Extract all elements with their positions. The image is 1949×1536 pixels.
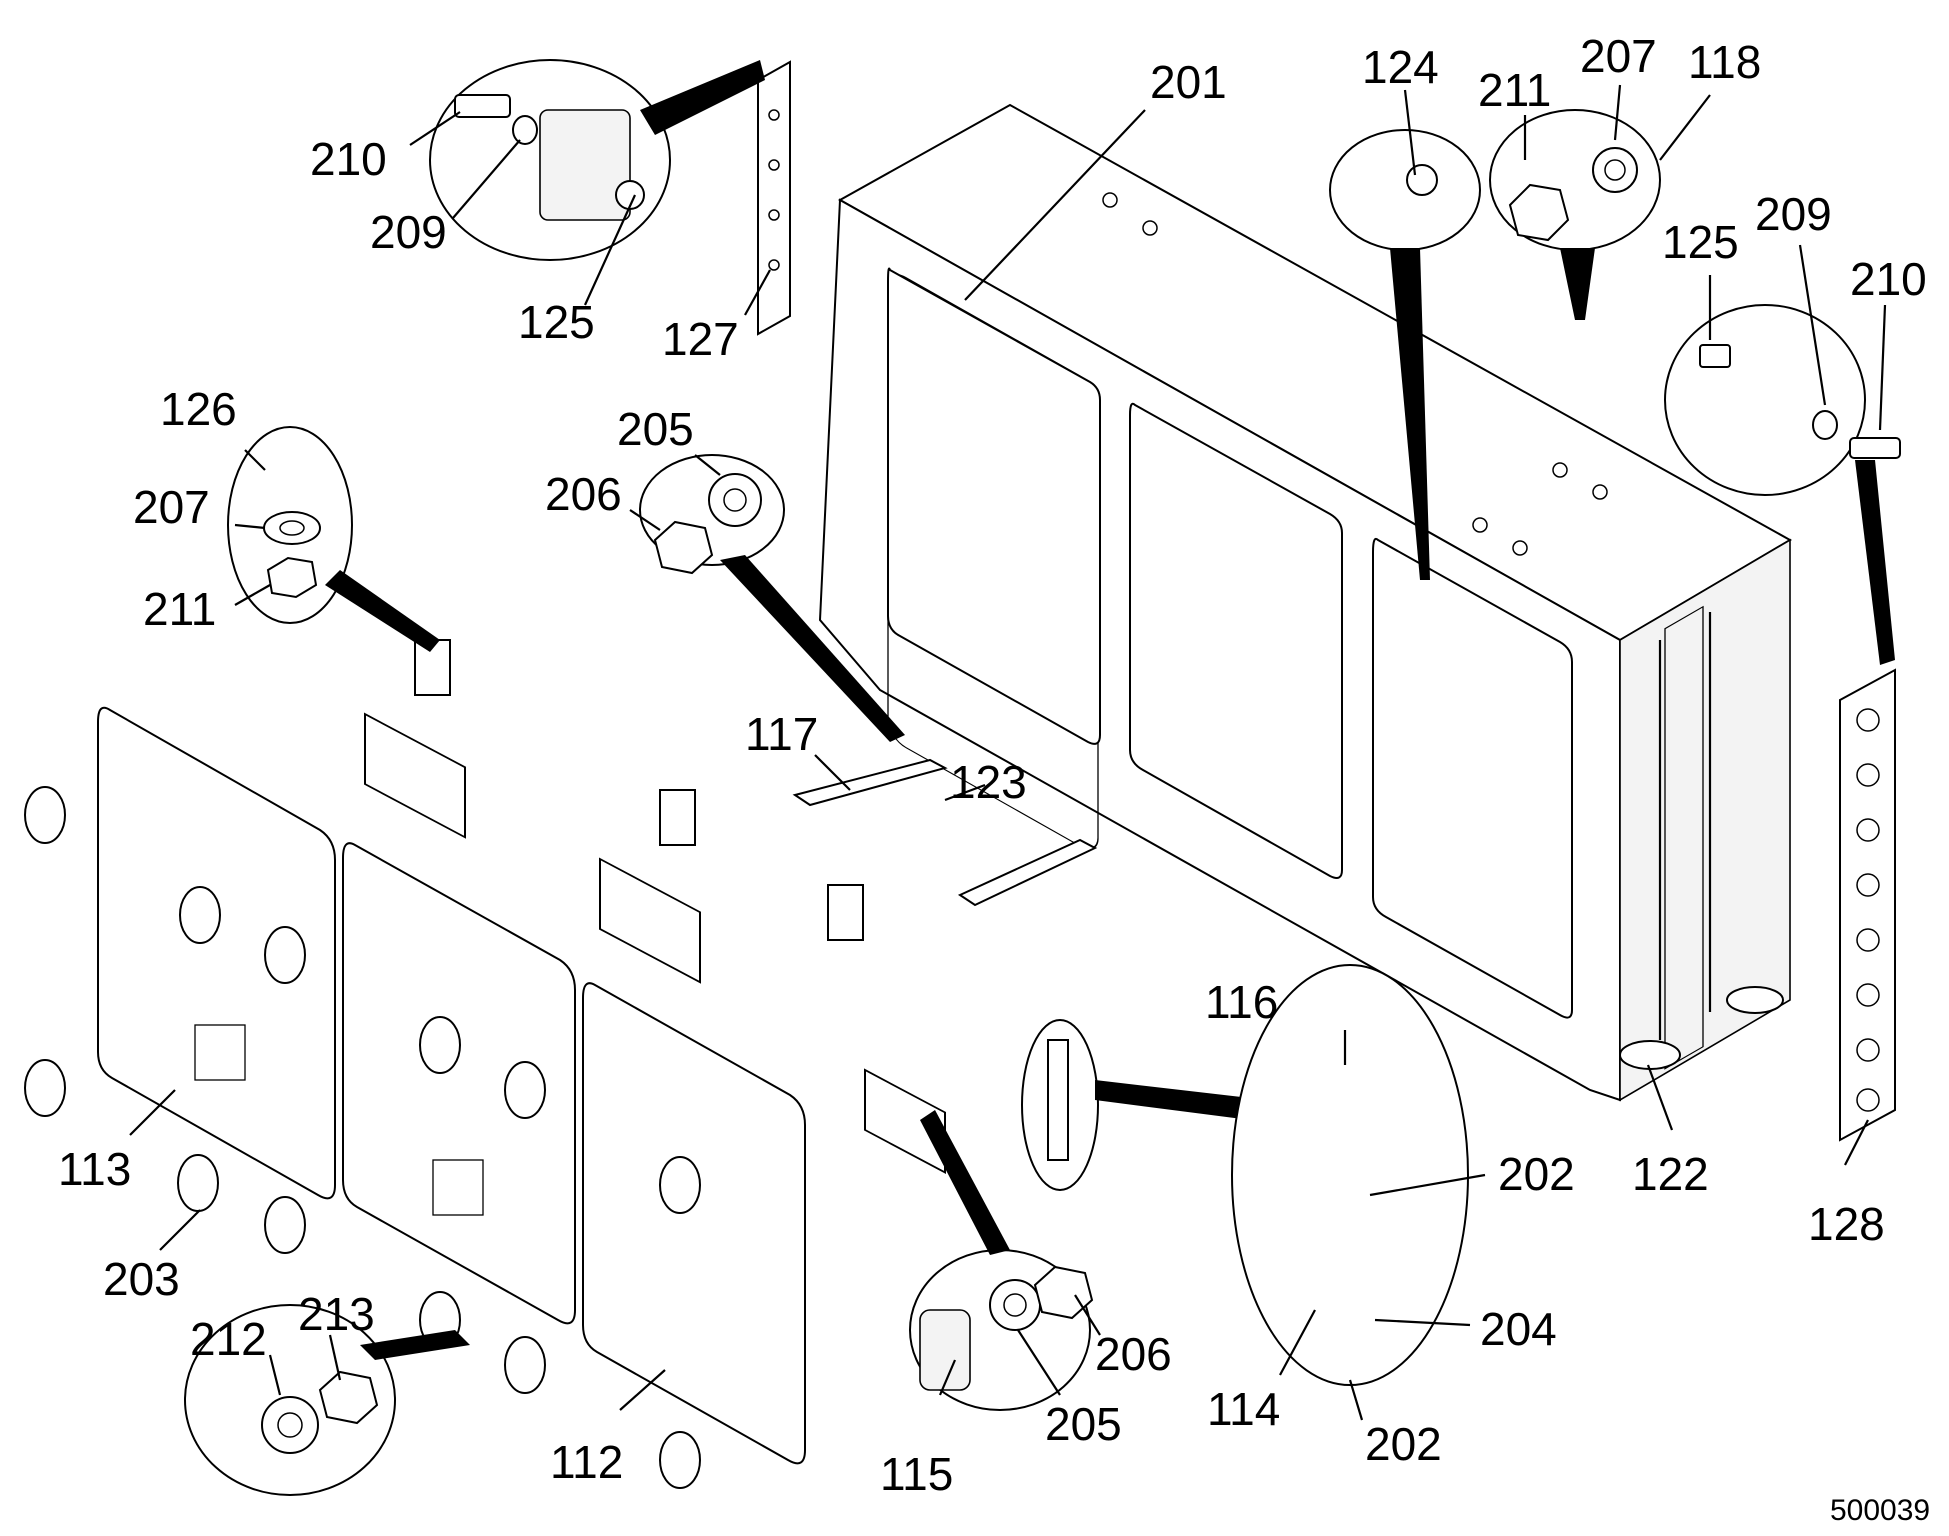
detail-bubble-211-207-118: [1489, 109, 1661, 320]
callout-labels: 201 124 211 207 118 210 209 125 127 125 …: [58, 30, 1927, 1500]
callout-211: 211: [143, 583, 216, 635]
callout-204: 204: [1480, 1303, 1557, 1355]
callout-118: 118: [1688, 36, 1761, 88]
callout-202: 202: [1498, 1148, 1575, 1200]
side-plate-127: [757, 60, 791, 336]
callout-125: 125: [1662, 216, 1739, 268]
callout-112: 112: [550, 1436, 623, 1488]
callout-117: 117: [745, 708, 818, 760]
door-panel-113: [97, 706, 336, 1200]
main-housing: [818, 103, 1793, 1102]
callout-209: 209: [370, 206, 447, 258]
callout-201: 201: [1150, 56, 1227, 108]
callout-113: 113: [58, 1143, 131, 1195]
callout-206: 206: [1095, 1328, 1172, 1380]
callout-205: 205: [617, 403, 694, 455]
callout-122: 122: [1632, 1148, 1709, 1200]
detail-bubble-126-207-211: [227, 426, 440, 652]
detail-bubble-210-209-125: [429, 59, 765, 261]
callout-203: 203: [103, 1253, 180, 1305]
figure-id: 500039: [1830, 1494, 1930, 1527]
callout-125: 125: [518, 296, 595, 348]
callout-202: 202: [1365, 1418, 1442, 1470]
callout-123: 123: [950, 756, 1027, 808]
callout-212: 212: [190, 1313, 267, 1365]
leader-lines: [129, 84, 1887, 1421]
callout-210: 210: [1850, 253, 1927, 305]
callout-116: 116: [1205, 976, 1278, 1028]
callout-114: 114: [1207, 1383, 1280, 1435]
callout-124: 124: [1362, 41, 1439, 93]
detail-bubble-124: [1329, 129, 1481, 580]
callout-205: 205: [1045, 1398, 1122, 1450]
callout-207: 207: [1580, 30, 1657, 82]
detail-bubble-212-213: [184, 1304, 470, 1496]
callout-127: 127: [662, 313, 739, 365]
callout-126: 126: [160, 383, 237, 435]
callout-211: 211: [1478, 64, 1551, 116]
door-panel-112: [582, 982, 806, 1465]
hinge-brackets: [364, 639, 1098, 1174]
detail-bubble-205-206: [639, 454, 905, 742]
callout-206: 206: [545, 468, 622, 520]
callout-115: 115: [880, 1448, 953, 1500]
detail-bubble-hinge-pin: [1021, 1019, 1250, 1191]
callout-209: 209: [1755, 188, 1832, 240]
door-panel-middle: [342, 842, 576, 1325]
callout-207: 207: [133, 481, 210, 533]
callout-213: 213: [298, 1288, 375, 1340]
callout-210: 210: [310, 133, 387, 185]
detail-bubble-hinge-stack: [1231, 964, 1469, 1386]
detail-bubble-125-209-210: [1664, 304, 1901, 665]
side-plate-128: [1839, 668, 1896, 1142]
callout-128: 128: [1808, 1198, 1885, 1250]
latch-203: [24, 786, 701, 1489]
